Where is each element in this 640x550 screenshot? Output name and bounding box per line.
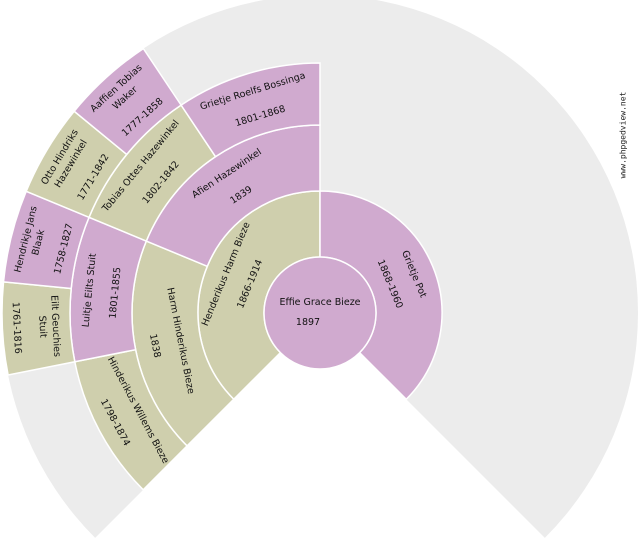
root-dates: 1897 (296, 317, 320, 328)
root-person[interactable] (263, 256, 377, 370)
ancestor-name: Eilt Geuchies (48, 295, 62, 357)
ancestor-dates: 1838 (147, 333, 163, 359)
watermark: www.phpgedview.net (618, 91, 628, 179)
root-name: Effie Grace Bieze (279, 297, 360, 308)
ancestor-name: Stuit (36, 315, 48, 338)
ancestor-dates: 1761-1816 (10, 302, 24, 354)
ancestor-segment[interactable] (180, 62, 321, 158)
ancestor-dates: 1801-1855 (107, 267, 123, 320)
ancestor-segment[interactable] (73, 47, 183, 156)
